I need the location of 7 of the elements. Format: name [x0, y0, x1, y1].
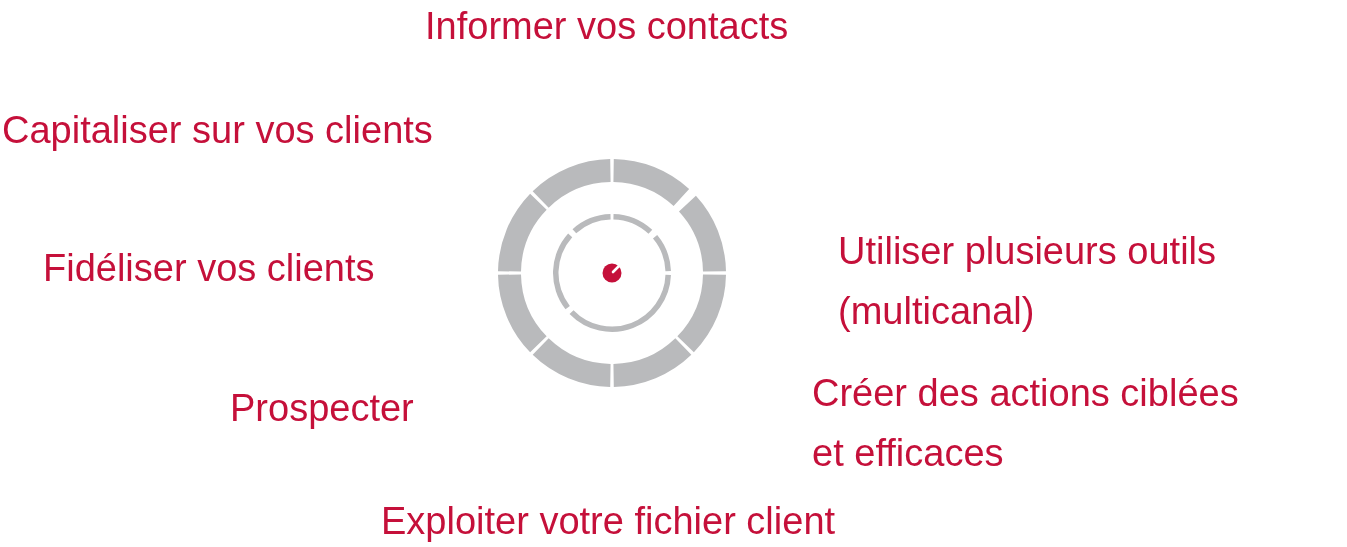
ring-label: Exploiter votre fichier client	[381, 500, 836, 544]
ring-label: Créer des actions ciblées et efficaces	[812, 371, 1240, 476]
ring-label: Utiliser plusieurs outils (multicanal)	[838, 229, 1217, 334]
ring-label: Prospecter	[230, 387, 414, 431]
ring-label: Informer vos contacts	[425, 5, 789, 49]
ring-label: Fidéliser vos clients	[43, 247, 375, 291]
ring-label: Capitaliser sur vos clients	[2, 109, 433, 153]
